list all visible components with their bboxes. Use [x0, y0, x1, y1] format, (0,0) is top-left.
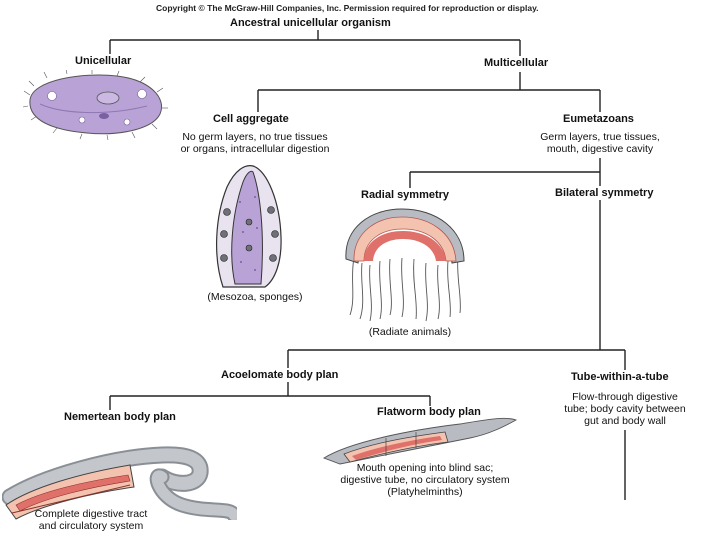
tube-within-tube-label: Tube-within-a-tube — [571, 371, 669, 383]
tube-desc-line: tube; body cavity between — [564, 403, 686, 415]
cell-aggregate-desc-line: or organs, intracellular digestion — [180, 143, 330, 155]
nemertean-desc-line: Complete digestive tract — [34, 508, 148, 520]
eumetazoans-desc-line: Germ layers, true tissues, — [540, 131, 660, 143]
jellyfish-illustration — [345, 208, 465, 322]
flatworm-label: Flatworm body plan — [377, 406, 481, 418]
tube-within-tube-description: Flow-through digestive tube; body cavity… — [545, 391, 705, 427]
flatworm-desc-line: Mouth opening into blind sac; — [356, 462, 494, 474]
flatworm-desc-line: (Platyhelminths) — [387, 486, 463, 498]
nemertean-illustration — [2, 446, 237, 520]
unicellular-label: Unicellular — [75, 55, 132, 67]
acoelomate-label: Acoelomate body plan — [221, 369, 339, 381]
radial-symmetry-label: Radial symmetry — [361, 189, 450, 201]
root-node-label: Ancestral unicellular organism — [230, 17, 391, 29]
flatworm-desc-line: digestive tube, no circulatory system — [340, 474, 510, 486]
tube-desc-line: gut and body wall — [584, 415, 666, 427]
multicellular-label: Multicellular — [484, 57, 549, 69]
eumetazoans-desc-line: mouth, digestive cavity — [546, 143, 654, 155]
nemertean-desc-line: and circulatory system — [38, 520, 144, 532]
flatworm-illustration — [322, 417, 518, 465]
cell-aggregate-desc-line: No germ layers, no true tissues — [182, 131, 328, 143]
cell-aggregate-description: No germ layers, no true tissues or organ… — [160, 131, 350, 155]
tube-desc-line: Flow-through digestive — [572, 391, 678, 403]
flatworm-description: Mouth opening into blind sac; digestive … — [335, 462, 515, 498]
radial-symmetry-caption: (Radiate animals) — [368, 326, 452, 338]
cell-aggregate-label: Cell aggregate — [213, 113, 289, 125]
copyright-notice: Copyright © The McGraw-Hill Companies, I… — [156, 3, 539, 13]
eumetazoans-description: Germ layers, true tissues, mouth, digest… — [515, 131, 685, 155]
nemertean-description: Complete digestive tract and circulatory… — [2, 508, 180, 532]
sponge-illustration — [216, 165, 282, 288]
cell-aggregate-caption: (Mesozoa, sponges) — [207, 291, 303, 303]
eumetazoans-label: Eumetazoans — [563, 113, 634, 125]
paramecium-illustration — [22, 70, 168, 140]
nemertean-label: Nemertean body plan — [64, 411, 176, 423]
bilateral-symmetry-label: Bilateral symmetry — [555, 187, 654, 199]
